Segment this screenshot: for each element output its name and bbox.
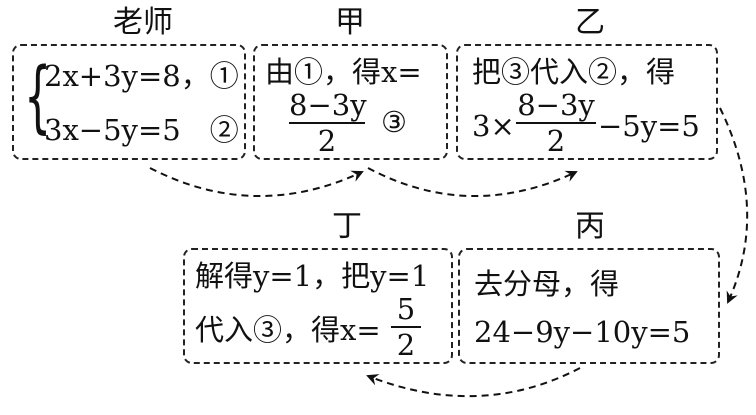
left-brace-icon: { xyxy=(24,52,52,142)
ding-fraction: 5 2 xyxy=(391,294,421,360)
yi-fraction: 8−3y 2 xyxy=(516,90,596,156)
arrow-yi-to-bing xyxy=(719,107,749,304)
yi-line-1: 把③代入②，得 xyxy=(472,55,676,89)
bing-box: 去分母，得 24−9y−10y=5 xyxy=(458,248,720,364)
label-yi: 乙 xyxy=(575,5,605,40)
jia-fraction-bar xyxy=(289,122,365,124)
bing-line-2: 24−9y−10y=5 xyxy=(474,315,691,349)
label-ding: 丁 xyxy=(332,209,362,244)
jia-box: 由①，得x= 8−3y 2 ③ xyxy=(253,44,448,160)
yi-fraction-numerator: 8−3y xyxy=(517,88,595,122)
ding-box: 解得y=1，把y=1 代入③，得x= 5 2 xyxy=(183,248,453,364)
bing-line-1: 去分母，得 xyxy=(474,267,620,301)
yi-suffix: −5y=5 xyxy=(598,109,700,143)
teacher-equation-2: 3x−5y=5 ② xyxy=(44,113,239,147)
ding-fraction-denominator: 2 xyxy=(396,328,416,362)
yi-box: 把③代入②，得 3× 8−3y 2 −5y=5 xyxy=(456,44,718,160)
teacher-box: { 2x+3y=8，① 3x−5y=5 ② xyxy=(12,44,246,160)
ding-line-1: 解得y=1，把y=1 xyxy=(195,259,430,293)
yi-fraction-bar xyxy=(516,122,596,124)
arrow-teacher-to-jia xyxy=(149,167,364,197)
label-teacher: 老师 xyxy=(113,5,173,40)
arrow-jia-to-yi xyxy=(367,167,578,198)
jia-tag: ③ xyxy=(381,105,407,139)
teacher-equation-1: 2x+3y=8，① xyxy=(44,59,239,93)
jia-fraction: 8−3y 2 xyxy=(289,88,367,158)
jia-fraction-numerator: 8−3y xyxy=(289,88,367,122)
label-bing: 丙 xyxy=(575,209,605,244)
label-jia: 甲 xyxy=(335,5,365,40)
yi-prefix: 3× xyxy=(472,109,515,143)
arrow-bing-to-ding xyxy=(366,367,581,398)
jia-line-1: 由①，得x= xyxy=(265,55,422,89)
yi-fraction-denominator: 2 xyxy=(546,124,566,158)
jia-fraction-denominator: 2 xyxy=(317,124,337,158)
ding-fraction-bar xyxy=(391,326,421,328)
ding-line-2: 代入③，得x= xyxy=(195,313,381,347)
ding-fraction-numerator: 5 xyxy=(396,292,416,326)
